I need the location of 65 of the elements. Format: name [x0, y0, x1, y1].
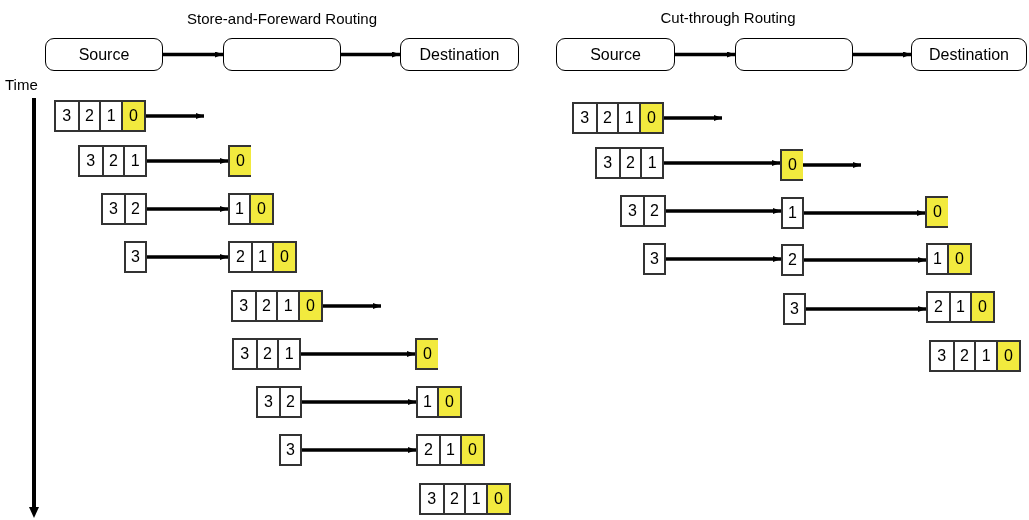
- arrow: [853, 51, 911, 58]
- head-flit-cell: 0: [121, 102, 144, 130]
- arrow: [675, 51, 735, 58]
- packet-strip: [228, 241, 297, 273]
- empty-node-box: [223, 38, 341, 71]
- head-flit-cell: 0: [782, 151, 803, 179]
- head-flit-cell: 0: [486, 485, 509, 513]
- packet-strip: [620, 195, 666, 227]
- node-label: Source: [590, 44, 641, 65]
- packet-strip: [78, 145, 147, 177]
- head-flit-cell: 0: [639, 104, 662, 132]
- head-flit-cell: 0: [927, 198, 948, 226]
- head-flit-cell: 0: [417, 340, 438, 368]
- packet-strip: [416, 386, 462, 418]
- node-label: Source: [78, 44, 130, 65]
- arrow: [806, 306, 926, 312]
- arrow: [147, 206, 228, 212]
- packet-strip: [926, 243, 972, 275]
- arrow: [664, 115, 722, 121]
- diagram-heading: Cut-through Routing: [660, 8, 796, 28]
- packet-strip: [228, 193, 274, 225]
- node-label: Destination: [419, 44, 500, 65]
- packet-strip: [232, 338, 301, 370]
- arrow: [147, 158, 228, 164]
- arrow: [664, 160, 780, 166]
- arrow: [803, 162, 861, 168]
- arrow: [323, 303, 381, 309]
- head-flit-cell: 0: [947, 245, 970, 273]
- arrow: [163, 51, 223, 58]
- axis-label: Time: [5, 75, 38, 95]
- node-box: [45, 38, 163, 71]
- head-flit-cell: 0: [996, 342, 1019, 370]
- arrow: [666, 208, 781, 214]
- packet-strip: [231, 290, 323, 322]
- arrow: [147, 254, 228, 260]
- packet-strip: [572, 102, 664, 134]
- head-flit-cell: 0: [437, 388, 460, 416]
- arrow: [302, 399, 416, 405]
- head-flit-cell: 0: [272, 243, 295, 271]
- packet-strip: [929, 340, 1021, 372]
- arrow: [666, 256, 781, 262]
- arrow: [804, 210, 925, 216]
- arrow: [302, 447, 416, 453]
- arrow: [804, 257, 926, 263]
- packet-strip: [256, 386, 302, 418]
- arrow: [146, 113, 204, 119]
- empty-node-box: [735, 38, 853, 71]
- head-flit-cell: 0: [298, 292, 321, 320]
- node-label: Destination: [928, 44, 1009, 65]
- node-box: [400, 38, 519, 71]
- packet-strip: [54, 100, 146, 132]
- packet-strip: [926, 291, 995, 323]
- head-flit-cell: 0: [460, 436, 483, 464]
- packet-strip: [595, 147, 664, 179]
- arrow: [301, 351, 415, 357]
- head-flit-cell: 0: [230, 147, 251, 175]
- node-box: [556, 38, 675, 71]
- diagram-heading: Store-and-Foreward Routing: [186, 9, 378, 29]
- packet-strip: [416, 434, 485, 466]
- arrow: [341, 51, 400, 58]
- packet-strip: [419, 483, 511, 515]
- node-box: [911, 38, 1027, 71]
- head-flit-cell: 0: [970, 293, 993, 321]
- packet-strip: [101, 193, 147, 225]
- head-flit-cell: 0: [249, 195, 272, 223]
